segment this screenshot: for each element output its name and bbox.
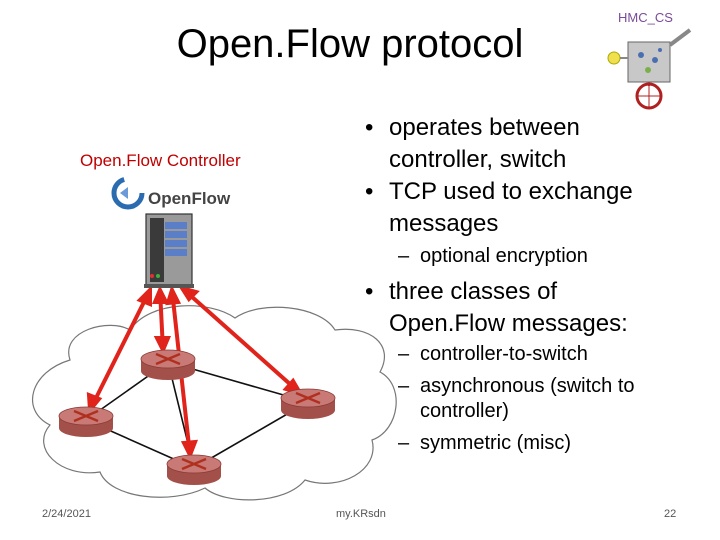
footer-page-number: 22 — [664, 508, 677, 520]
sub-bullet-encryption: optional encryption — [398, 244, 700, 269]
arrowhead-icon — [153, 336, 171, 355]
footer-date: 2/24/2021 — [42, 508, 91, 520]
arrowhead-icon — [180, 439, 199, 460]
footer-center: my.KRsdn — [336, 508, 386, 520]
openflow-logo: OpenFlow — [111, 176, 231, 210]
corner-logo-text: HMC_CS — [618, 10, 673, 25]
robot-body-icon — [627, 41, 671, 83]
arrowhead-icon — [86, 391, 103, 416]
bullet-tcp: TCP used to exchange messages — [365, 176, 679, 240]
arrowhead-icon — [152, 285, 170, 304]
network-cloud — [32, 305, 397, 501]
bullet-operates: operates between controller, switch — [365, 112, 679, 176]
arrowhead-icon — [136, 285, 152, 307]
router-icon — [140, 349, 196, 380]
router-icon — [58, 406, 114, 437]
openflow-logo-text: OpenFlow — [148, 189, 231, 208]
server-icon — [144, 213, 194, 288]
bullet-three-classes: three classes of Open.Flow messages: — [365, 276, 679, 340]
sub-bullet-asynchronous: asynchronous (switch to controller) — [398, 374, 670, 424]
controller-label: Open.Flow Controller — [80, 151, 241, 170]
arrowhead-icon — [177, 284, 200, 303]
sub-bullet-controller-to-switch: controller-to-switch — [398, 342, 700, 367]
router-icon — [166, 454, 222, 485]
arrowhead-icon — [165, 284, 182, 306]
page-title: Open.Flow protocol — [176, 22, 524, 66]
sub-bullet-symmetric: symmetric (misc) — [398, 431, 700, 456]
logo-arrow-icon — [120, 187, 128, 199]
router-icon — [280, 388, 336, 419]
